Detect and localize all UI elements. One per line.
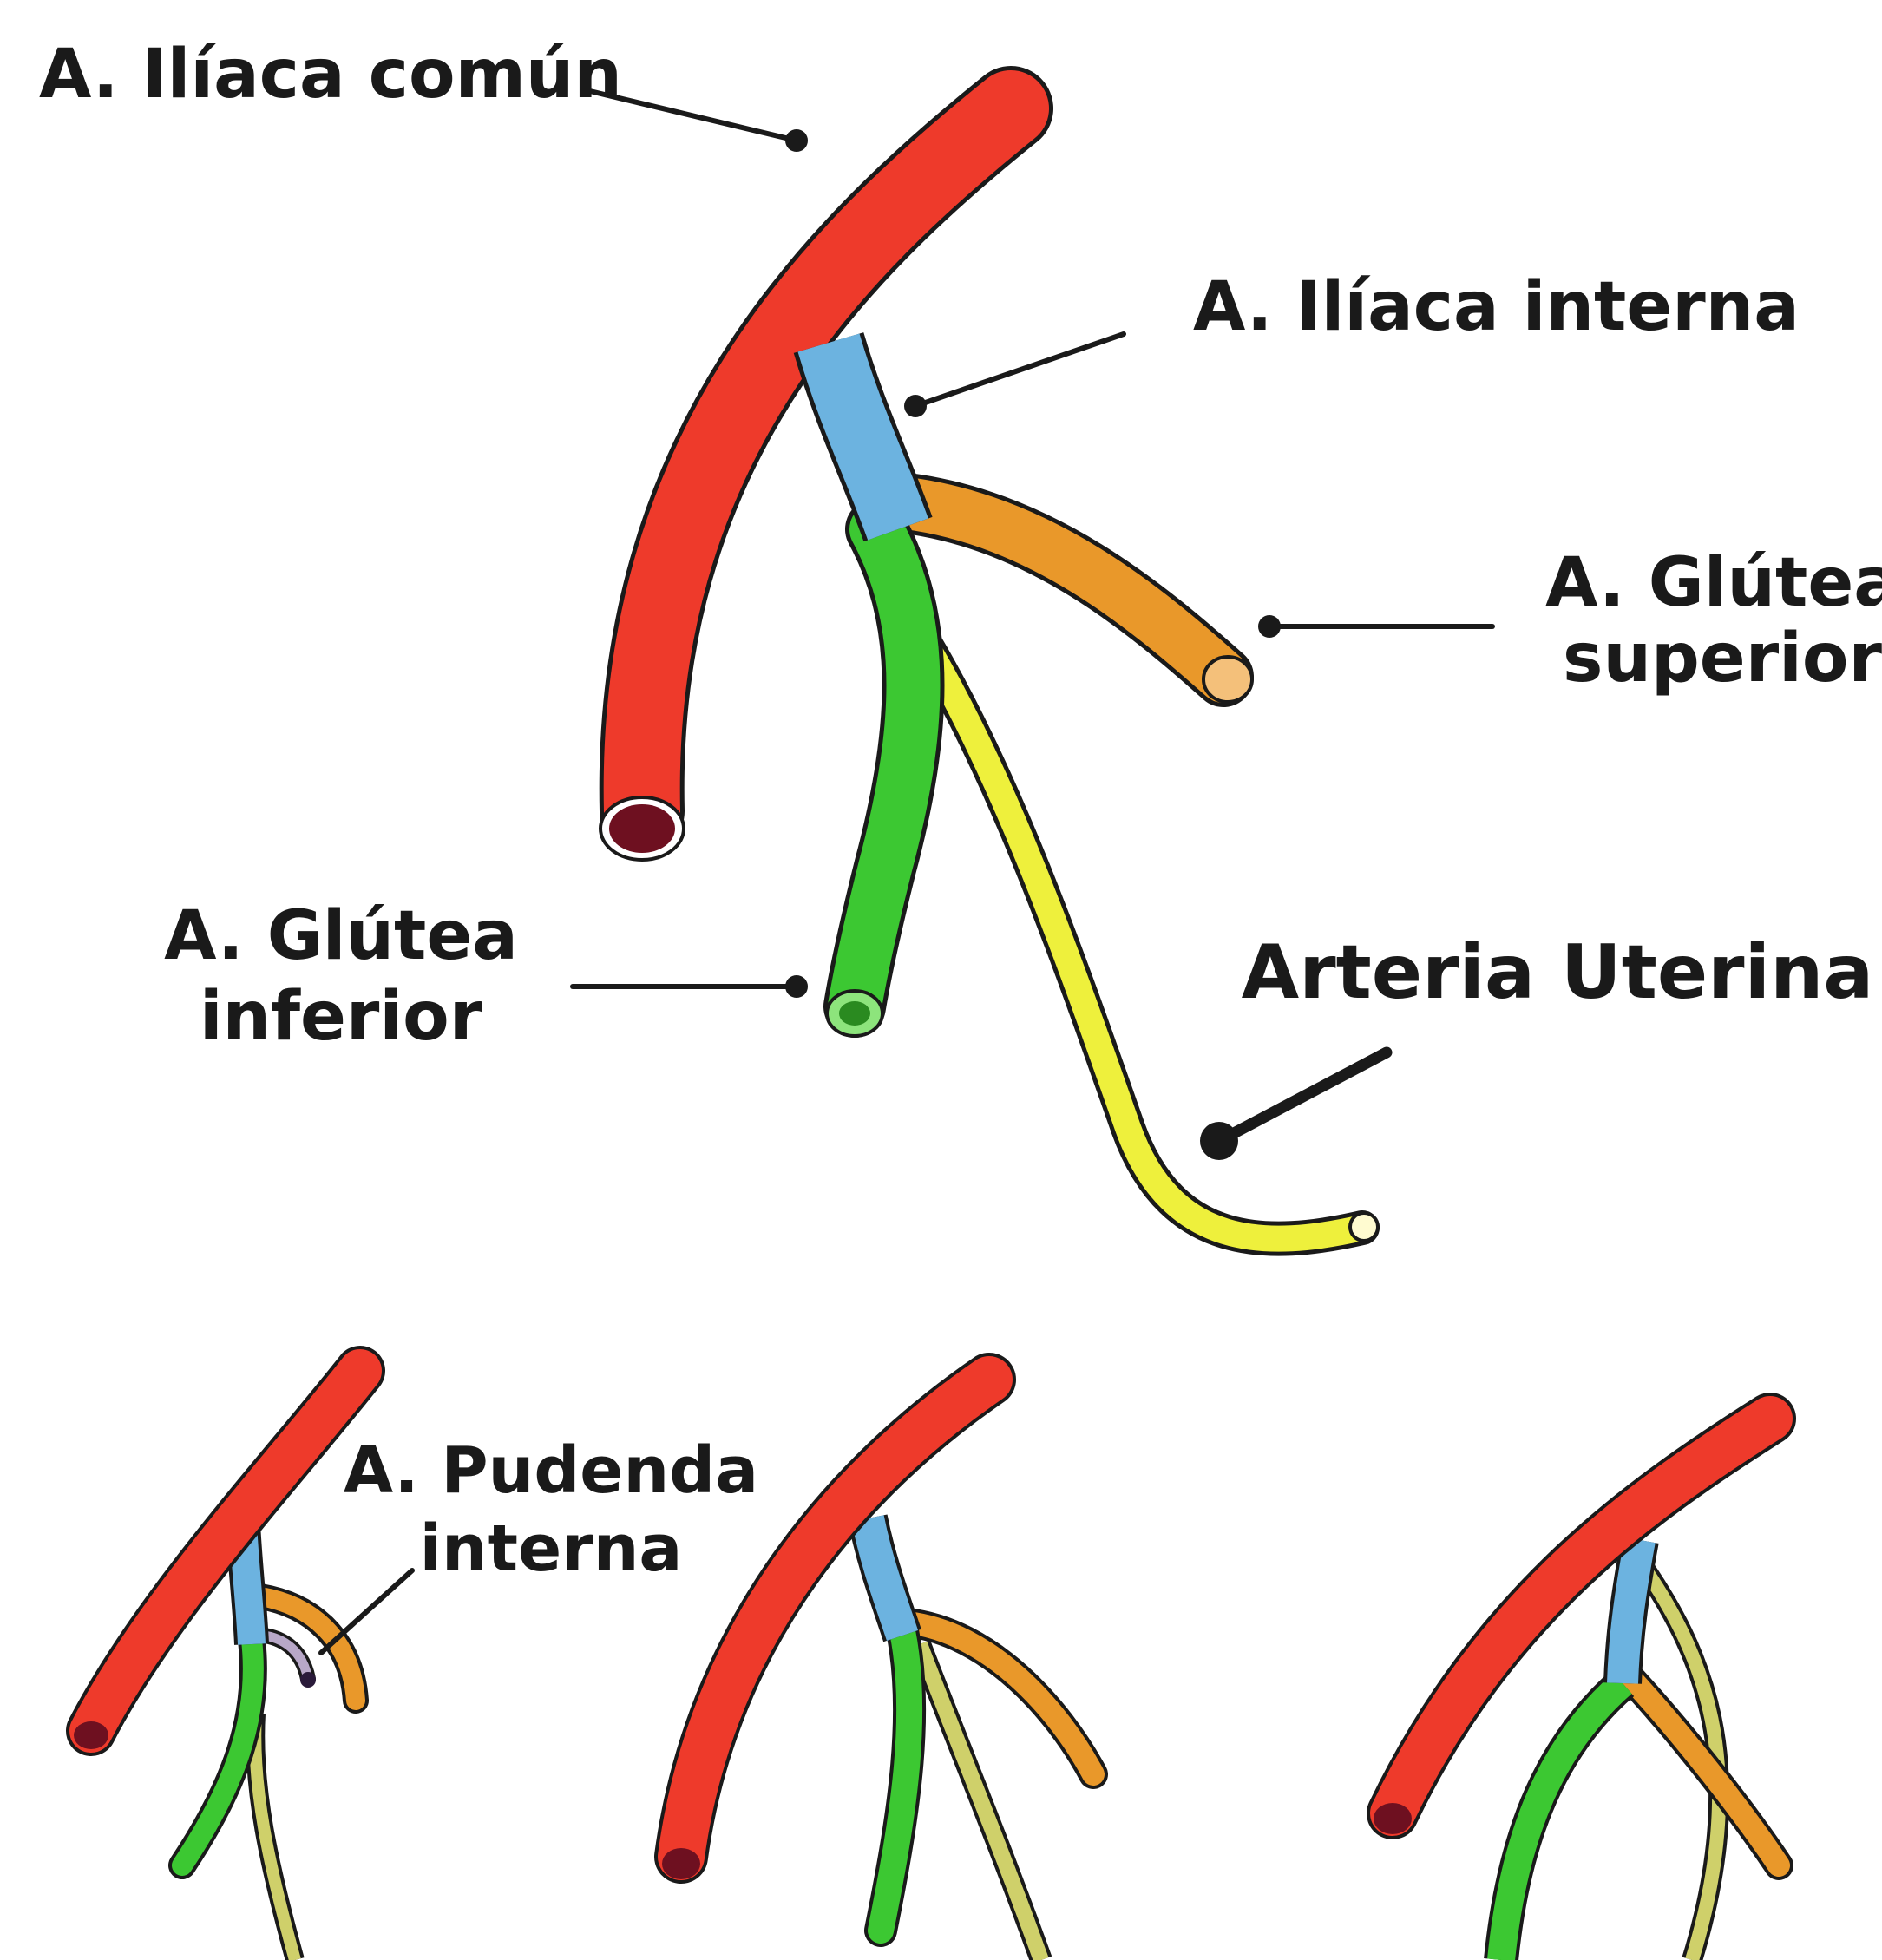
label-pudenda-interna-line2: interna [420, 1511, 683, 1586]
label-iliaca-comun: A. Ilíaca común [39, 36, 622, 114]
variant-3-diagram [1374, 1419, 1779, 1960]
label-glutea-inferior-line2: inferior [200, 978, 483, 1056]
inferior-gluteal-artery [827, 529, 914, 1036]
label-glutea-inferior-line1: A. Glútea [164, 897, 518, 975]
label-glutea-superior-line2: superior [1563, 619, 1882, 698]
label-pudenda-interna-line1: A. Pudenda [344, 1433, 758, 1508]
internal-iliac-artery [829, 343, 898, 529]
label-glutea-superior-line1: A. Glútea [1545, 544, 1882, 622]
label-iliaca-interna: A. Ilíaca interna [1193, 268, 1800, 346]
main-diagram [573, 91, 1492, 1241]
label-arteria-uterina: Arteria Uterina [1242, 929, 1874, 1016]
